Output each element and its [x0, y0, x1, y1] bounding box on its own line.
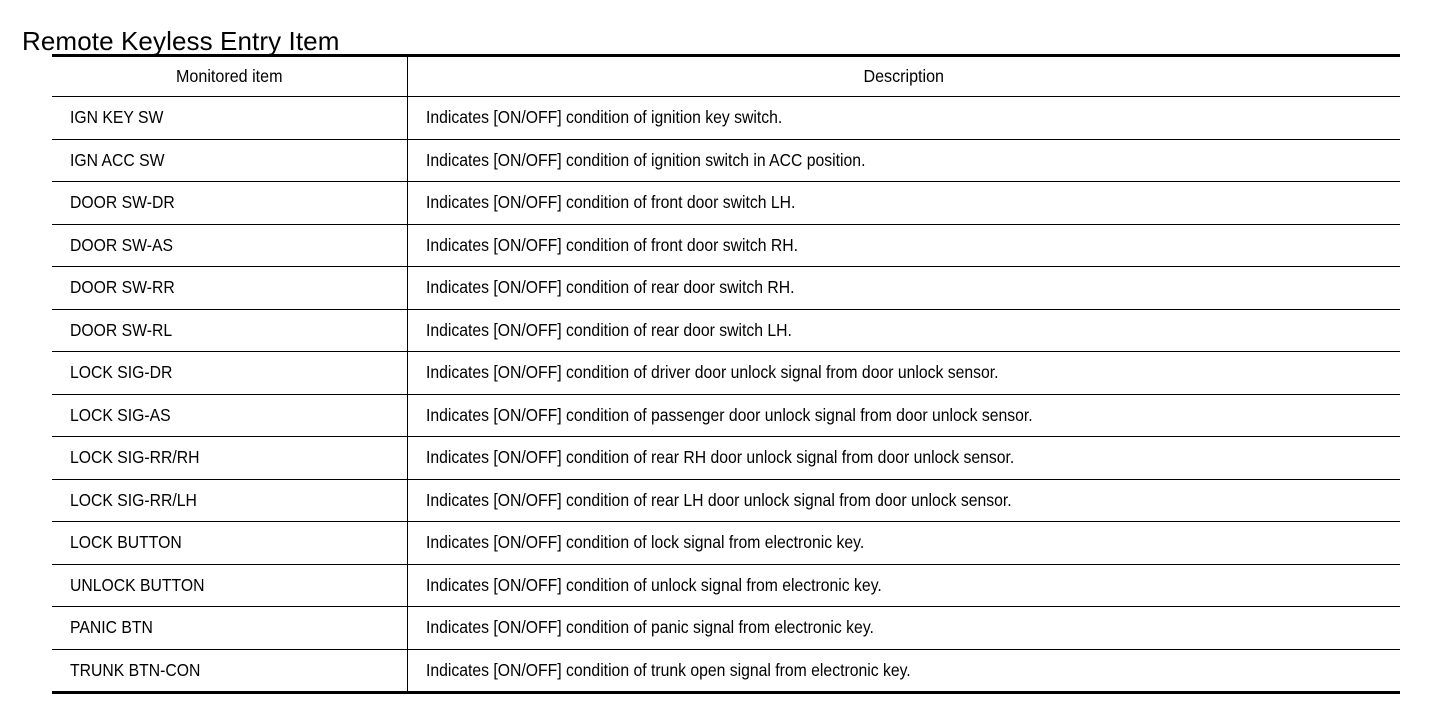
- cell-description: Indicates [ON/OFF] condition of passenge…: [407, 394, 1400, 437]
- cell-monitored-item: LOCK SIG-RR/LH: [52, 479, 408, 522]
- table-body: IGN KEY SW Indicates [ON/OFF] condition o…: [52, 96, 1400, 694]
- cell-description: Indicates [ON/OFF] condition of panic si…: [407, 606, 1400, 650]
- table-row: LOCK BUTTON Indicates [ON/OFF] condition …: [52, 521, 1400, 565]
- remote-keyless-entry-table: Monitored item Description IGN KEY SW Ind…: [52, 54, 1400, 694]
- cell-monitored-item: UNLOCK BUTTON: [52, 564, 408, 607]
- description-label: Indicates [ON/OFF] condition of front do…: [425, 192, 795, 213]
- cell-description: Indicates [ON/OFF] condition of rear RH …: [407, 436, 1400, 480]
- description-label: Indicates [ON/OFF] condition of rear LH …: [425, 489, 1012, 510]
- monitored-item-label: IGN KEY SW: [70, 107, 164, 128]
- monitored-item-label: DOOR SW-RR: [70, 277, 175, 298]
- cell-description: Indicates [ON/OFF] condition of front do…: [407, 224, 1400, 267]
- monitored-item-label: LOCK SIG-RR/LH: [70, 489, 197, 510]
- cell-description: Indicates [ON/OFF] condition of rear LH …: [407, 479, 1400, 522]
- monitored-item-label: DOOR SW-AS: [70, 234, 173, 255]
- cell-monitored-item: LOCK BUTTON: [52, 521, 408, 565]
- cell-monitored-item: DOOR SW-DR: [52, 181, 408, 225]
- monitored-item-label: DOOR SW-DR: [70, 192, 175, 213]
- description-label: Indicates [ON/OFF] condition of driver d…: [425, 362, 999, 383]
- cell-monitored-item: DOOR SW-RL: [52, 309, 408, 352]
- cell-monitored-item: IGN ACC SW: [52, 139, 408, 182]
- table-row: IGN KEY SW Indicates [ON/OFF] condition o…: [52, 96, 1400, 140]
- table-row: LOCK SIG-AS Indicates [ON/OFF] condition …: [52, 394, 1400, 437]
- table-row: DOOR SW-RL Indicates [ON/OFF] condition o…: [52, 309, 1400, 352]
- column-header-description-label: Description: [863, 66, 944, 86]
- cell-description: Indicates [ON/OFF] condition of rear doo…: [407, 309, 1400, 352]
- cell-monitored-item: TRUNK BTN-CON: [52, 649, 408, 694]
- cell-monitored-item: PANIC BTN: [52, 606, 408, 650]
- table-row: DOOR SW-AS Indicates [ON/OFF] condition o…: [52, 224, 1400, 267]
- table-header-row: Monitored item Description: [52, 54, 1400, 97]
- description-label: Indicates [ON/OFF] condition of panic si…: [425, 617, 874, 638]
- monitored-item-label: UNLOCK BUTTON: [70, 574, 205, 595]
- cell-description: Indicates [ON/OFF] condition of unlock s…: [407, 564, 1400, 607]
- description-label: Indicates [ON/OFF] condition of unlock s…: [425, 574, 882, 595]
- monitored-item-label: DOOR SW-RL: [70, 319, 173, 340]
- description-label: Indicates [ON/OFF] condition of ignition…: [425, 107, 782, 128]
- description-label: Indicates [ON/OFF] condition of rear doo…: [425, 277, 795, 298]
- table-row: IGN ACC SW Indicates [ON/OFF] condition o…: [52, 139, 1400, 182]
- cell-monitored-item: DOOR SW-RR: [52, 266, 408, 310]
- monitored-item-label: LOCK SIG-DR: [70, 362, 173, 383]
- table-row: LOCK SIG-RR/LH Indicates [ON/OFF] conditi…: [52, 479, 1400, 522]
- description-label: Indicates [ON/OFF] condition of lock sig…: [425, 532, 864, 553]
- column-header-monitored-item: Monitored item: [66, 54, 394, 97]
- table-row: UNLOCK BUTTON Indicates [ON/OFF] conditio…: [52, 564, 1400, 607]
- page-title: Remote Keyless Entry Item: [22, 26, 340, 57]
- cell-monitored-item: IGN KEY SW: [52, 96, 408, 140]
- table-row: LOCK SIG-DR Indicates [ON/OFF] condition …: [52, 351, 1400, 395]
- table-row: PANIC BTN Indicates [ON/OFF] condition of…: [52, 606, 1400, 650]
- column-header-monitored-item-label: Monitored item: [176, 66, 283, 86]
- cell-description: Indicates [ON/OFF] condition of front do…: [407, 181, 1400, 225]
- description-label: Indicates [ON/OFF] condition of passenge…: [425, 404, 1033, 425]
- cell-description: Indicates [ON/OFF] condition of driver d…: [407, 351, 1400, 395]
- cell-description: Indicates [ON/OFF] condition of rear doo…: [407, 266, 1400, 310]
- description-label: Indicates [ON/OFF] condition of ignition…: [425, 149, 865, 170]
- description-label: Indicates [ON/OFF] condition of trunk op…: [425, 659, 911, 680]
- monitored-item-label: LOCK SIG-RR/RH: [70, 447, 200, 468]
- cell-description: Indicates [ON/OFF] condition of ignition…: [407, 96, 1400, 140]
- table-row: DOOR SW-RR Indicates [ON/OFF] condition o…: [52, 266, 1400, 310]
- column-header-description: Description: [446, 54, 1361, 97]
- table-row: DOOR SW-DR Indicates [ON/OFF] condition o…: [52, 181, 1400, 225]
- monitored-item-label: IGN ACC SW: [70, 149, 165, 170]
- monitored-item-label: PANIC BTN: [70, 617, 153, 638]
- table-row: LOCK SIG-RR/RH Indicates [ON/OFF] conditi…: [52, 436, 1400, 480]
- cell-monitored-item: DOOR SW-AS: [52, 224, 408, 267]
- description-label: Indicates [ON/OFF] condition of rear doo…: [425, 319, 792, 340]
- cell-description: Indicates [ON/OFF] condition of ignition…: [407, 139, 1400, 182]
- table-row: TRUNK BTN-CON Indicates [ON/OFF] conditio…: [52, 649, 1400, 694]
- cell-description: Indicates [ON/OFF] condition of trunk op…: [407, 649, 1400, 694]
- monitored-item-label: LOCK BUTTON: [70, 532, 182, 553]
- description-label: Indicates [ON/OFF] condition of front do…: [425, 234, 798, 255]
- description-label: Indicates [ON/OFF] condition of rear RH …: [425, 447, 1014, 468]
- monitored-item-label: LOCK SIG-AS: [70, 404, 171, 425]
- cell-monitored-item: LOCK SIG-AS: [52, 394, 408, 437]
- remote-keyless-entry-table-container: Monitored item Description IGN KEY SW Ind…: [52, 54, 1400, 694]
- cell-monitored-item: LOCK SIG-RR/RH: [52, 436, 408, 480]
- monitored-item-label: TRUNK BTN-CON: [70, 659, 201, 680]
- cell-description: Indicates [ON/OFF] condition of lock sig…: [407, 521, 1400, 565]
- cell-monitored-item: LOCK SIG-DR: [52, 351, 408, 395]
- table-header: Monitored item Description: [52, 54, 1400, 97]
